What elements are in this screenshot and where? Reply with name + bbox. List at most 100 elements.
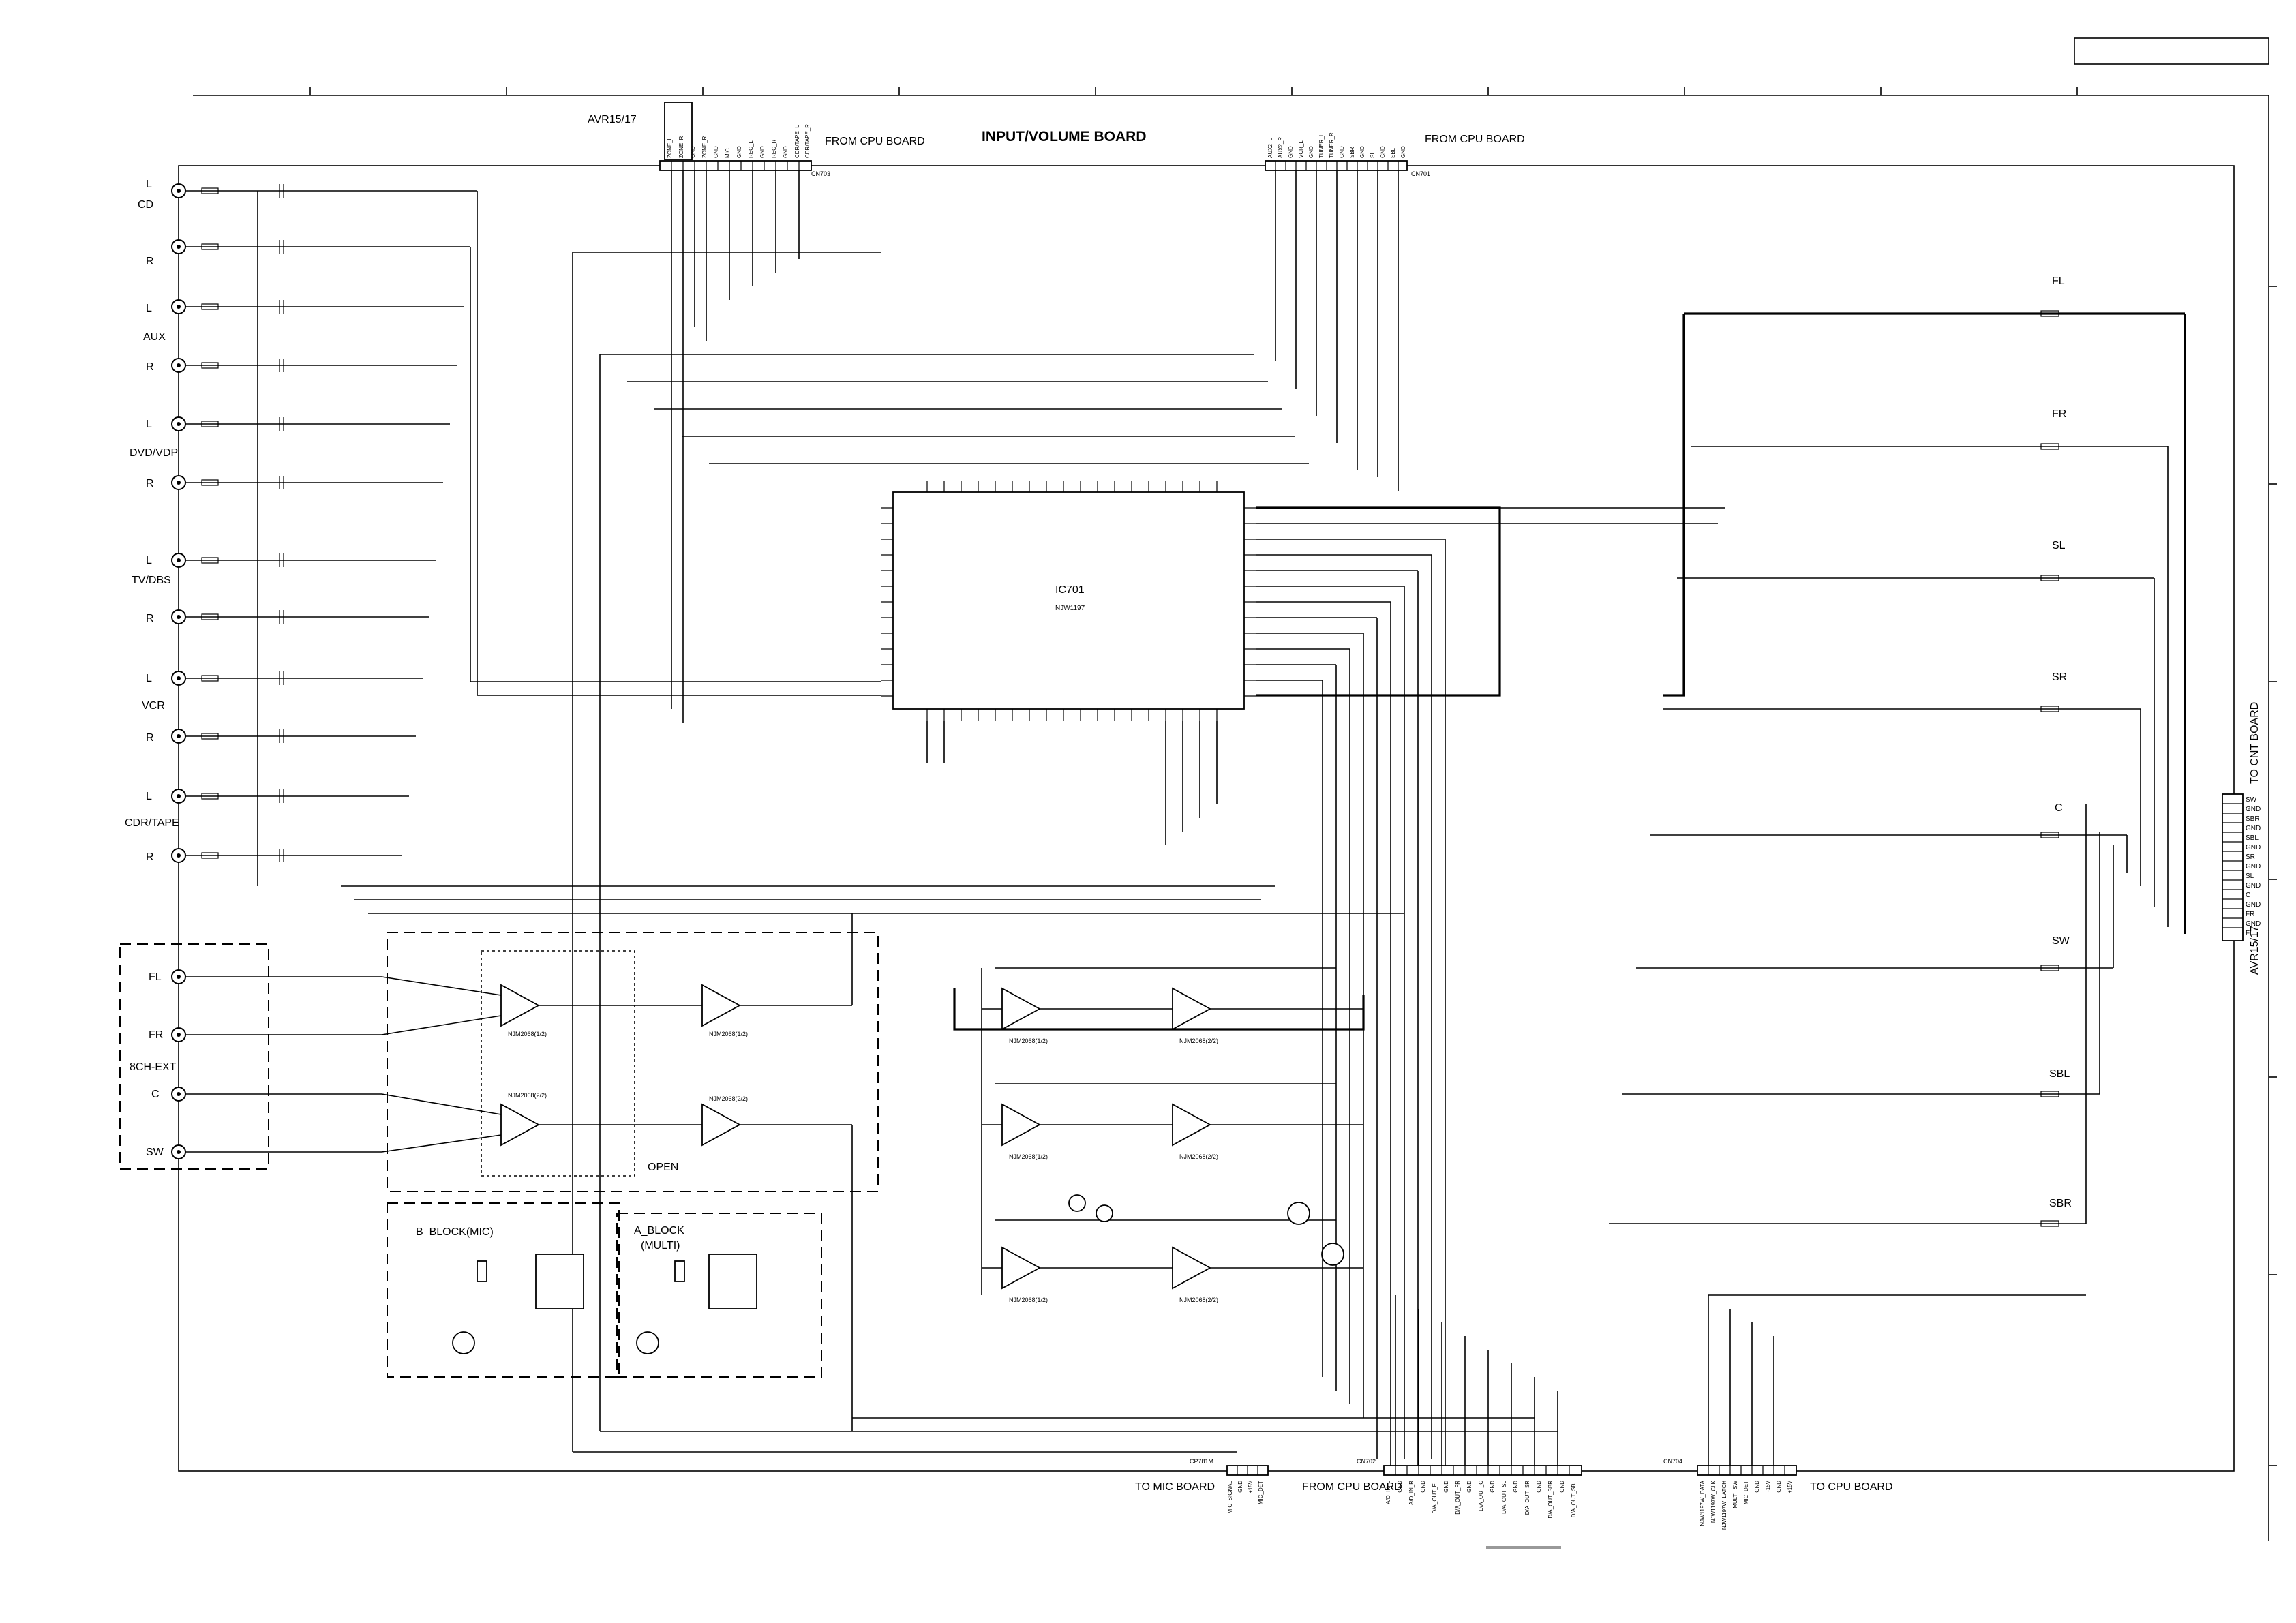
b-block — [387, 1202, 620, 1378]
svg-text:TUNER_R: TUNER_R — [1329, 132, 1335, 158]
svg-text:SR: SR — [2052, 671, 2067, 683]
title-block-box — [2074, 37, 2269, 65]
cn701-connector — [1265, 160, 1408, 171]
svg-text:FR: FR — [149, 1029, 163, 1041]
svg-text:GND: GND — [783, 146, 789, 158]
cnt-board-connector — [2222, 793, 2244, 941]
svg-text:GND: GND — [2246, 806, 2261, 813]
svg-text:VCR_L: VCR_L — [1298, 140, 1304, 158]
svg-text:A/D_IN_L: A/D_IN_L — [1385, 1480, 1391, 1504]
svg-text:R: R — [146, 613, 154, 624]
svg-text:GND: GND — [1288, 146, 1294, 158]
open-label: OPEN — [648, 1162, 678, 1173]
svg-text:ZONE_R: ZONE_R — [701, 136, 708, 158]
svg-text:SR: SR — [2246, 853, 2255, 861]
svg-text:A/D_IN_R: A/D_IN_R — [1408, 1481, 1415, 1505]
to-cpu-board-label: TO CPU BOARD — [1810, 1481, 1893, 1493]
ic701-pins-bottom — [926, 709, 1218, 721]
open-subblock — [481, 950, 635, 1177]
svg-text:SW: SW — [2052, 935, 2070, 947]
svg-text:GND: GND — [1420, 1481, 1426, 1493]
b-block-relay — [452, 1254, 584, 1354]
svg-text:NJM2068(1/2): NJM2068(1/2) — [709, 1031, 748, 1037]
input-dvd-label: DVD/VDP — [130, 447, 178, 459]
output-resistors — [2040, 310, 2059, 1227]
svg-text:NJM2068(2/2): NJM2068(2/2) — [508, 1092, 547, 1099]
output-opamp-wiring — [981, 967, 1363, 1295]
svg-text:TUNER_L: TUNER_L — [1318, 133, 1325, 158]
output-opamp-labels: NJM2068(1/2) NJM2068(2/2) NJM2068(1/2) N… — [1009, 1037, 1218, 1303]
a-block-relay — [636, 1254, 757, 1354]
svg-text:GND: GND — [690, 146, 696, 158]
bottom-bus-wiring — [573, 1294, 2086, 1466]
svg-text:GND: GND — [1400, 146, 1406, 158]
svg-text:FL: FL — [2052, 275, 2065, 287]
svg-text:-15V: -15V — [1765, 1480, 1771, 1492]
svg-text:FL: FL — [149, 971, 162, 983]
multi-opamp-block — [387, 932, 879, 1192]
svg-text:R: R — [146, 732, 154, 744]
ic701-chip: IC701 NJW1197 — [881, 481, 1256, 721]
svg-text:GND: GND — [2246, 882, 2261, 890]
input-vcr-label: VCR — [142, 700, 165, 712]
svg-text:L: L — [146, 673, 152, 684]
svg-text:MIC_SIGNAL: MIC_SIGNAL — [1227, 1480, 1233, 1513]
input-cdr-label: CDR/TAPE — [125, 817, 179, 829]
svg-text:GND: GND — [2246, 863, 2261, 870]
svg-text:GND: GND — [736, 146, 742, 158]
svg-text:CDR/TAPE_R: CDR/TAPE_R — [804, 124, 811, 158]
input-aux-label: AUX — [143, 331, 166, 343]
ext8ch-title: 8CH-EXT — [130, 1061, 177, 1073]
svg-text:R: R — [146, 361, 154, 373]
input-cd-label: CD — [138, 199, 153, 211]
svg-text:NJW1197W_CLK: NJW1197W_CLK — [1710, 1480, 1717, 1523]
multi-block-wiring — [381, 913, 853, 1431]
svg-text:GND: GND — [1559, 1481, 1565, 1493]
multi-opamps — [500, 984, 741, 1147]
mid-pin-labels: A/D_IN_L GND A/D_IN_R GND D/A_OUT_FL GND… — [1385, 1480, 1577, 1518]
svg-text:GND: GND — [1776, 1481, 1782, 1493]
svg-text:SBL: SBL — [2246, 834, 2259, 842]
svg-text:NJM2068(1/2): NJM2068(1/2) — [1009, 1153, 1048, 1160]
input-filter-components — [201, 184, 284, 862]
ext8ch-block — [119, 943, 269, 1170]
cn-mid-label: CN702 — [1357, 1458, 1376, 1465]
cn-right-label: CN704 — [1663, 1458, 1682, 1465]
svg-text:+15V: +15V — [1787, 1480, 1793, 1493]
svg-text:SL: SL — [2052, 540, 2066, 551]
svg-text:SBR: SBR — [2246, 815, 2260, 823]
cnt-board-pin-labels: SW GND SBR GND SBL GND SR GND SL GND C G… — [2246, 796, 2261, 937]
svg-text:ZONE_R: ZONE_R — [678, 136, 684, 158]
svg-text:MIC_DET: MIC_DET — [1258, 1481, 1264, 1504]
bottom-connector-mic — [1226, 1465, 1269, 1476]
svg-text:SL: SL — [2246, 873, 2254, 880]
svg-text:L: L — [146, 419, 152, 430]
svg-text:FL: FL — [2246, 930, 2254, 937]
svg-text:SW: SW — [146, 1147, 164, 1158]
ic701-ref: IC701 — [1055, 584, 1085, 596]
svg-text:MIC: MIC — [725, 148, 731, 158]
svg-text:+15V: +15V — [1248, 1480, 1254, 1493]
bottom-connector-right — [1697, 1465, 1797, 1476]
ic701-pins-right — [1244, 507, 1256, 697]
svg-text:D/A_OUT_SBR: D/A_OUT_SBR — [1547, 1481, 1554, 1519]
right-ruler-ticks — [2269, 286, 2277, 1466]
input-wiring — [185, 190, 477, 886]
svg-text:NJM2068(2/2): NJM2068(2/2) — [1179, 1296, 1218, 1303]
cn703-label: CN703 — [811, 170, 830, 177]
output-opamps — [1001, 987, 1211, 1290]
svg-text:GND: GND — [1339, 146, 1345, 158]
svg-text:GND: GND — [1380, 146, 1386, 158]
ic701-part: NJW1197 — [1055, 605, 1085, 612]
svg-text:ZONE_L: ZONE_L — [667, 136, 673, 158]
input-tv-label: TV/DBS — [132, 575, 171, 586]
svg-text:GND: GND — [1359, 146, 1365, 158]
top-ruler-ticks — [309, 87, 2078, 95]
svg-text:D/A_OUT_C: D/A_OUT_C — [1478, 1481, 1484, 1511]
svg-text:CDR/TAPE_L: CDR/TAPE_L — [794, 125, 800, 158]
output-wiring — [1609, 313, 2185, 1224]
svg-text:REC_R: REC_R — [771, 140, 777, 158]
svg-text:D/A_OUT_FR: D/A_OUT_FR — [1455, 1481, 1461, 1515]
svg-text:MULTI_SW: MULTI_SW — [1732, 1481, 1738, 1508]
svg-text:SBR: SBR — [2049, 1198, 2072, 1209]
